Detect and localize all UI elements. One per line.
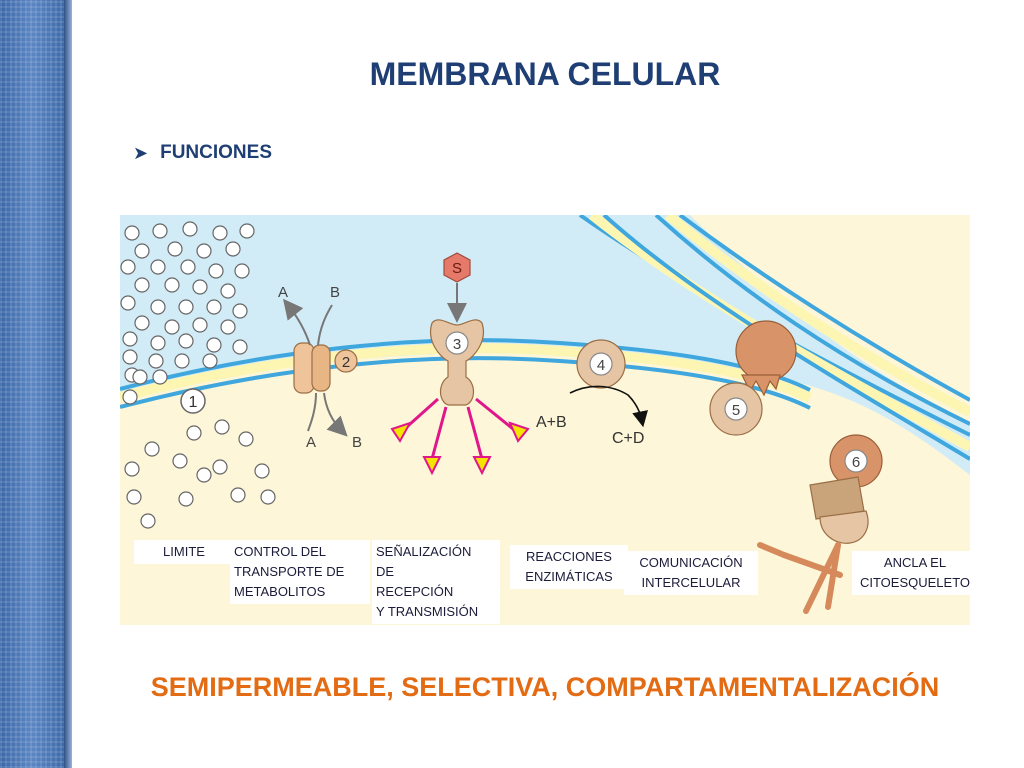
label-transporte: CONTROL DEL TRANSPORTE DE METABOLITOS — [230, 540, 370, 604]
receptor-protein: S 3 — [390, 252, 530, 476]
cytoskeleton-anchor: 6 — [757, 434, 883, 614]
transporter-protein: 2 A B A B — [278, 284, 362, 451]
svg-text:C+D: C+D — [612, 430, 644, 447]
svg-text:S: S — [452, 260, 462, 277]
label-citoesqueleto: ANCLA EL CITOESQUELETO — [852, 551, 978, 595]
label-reacciones: REACCIONES ENZIMÁTICAS — [510, 545, 628, 589]
svg-text:B: B — [352, 434, 362, 451]
svg-text:5: 5 — [732, 402, 740, 419]
svg-text:2: 2 — [342, 354, 350, 371]
svg-text:6: 6 — [852, 454, 860, 471]
svg-text:A: A — [306, 434, 316, 451]
svg-text:3: 3 — [453, 336, 461, 353]
sidebar-edge — [64, 0, 72, 768]
membrane-diagram: 1 2 A B A B S 3 — [118, 211, 978, 625]
membrane-illustration: 1 2 A B A B S 3 — [118, 211, 973, 625]
arrow-bullet-icon: ➤ — [133, 142, 149, 163]
svg-text:A+B: A+B — [536, 414, 567, 431]
sidebar-texture — [0, 0, 64, 768]
marker-1: 1 — [180, 388, 206, 414]
svg-text:A: A — [278, 284, 288, 301]
bullet-text: FUNCIONES — [160, 142, 272, 163]
svg-text:1: 1 — [189, 394, 198, 411]
particles — [120, 221, 276, 529]
intercellular-junction: 5 — [709, 320, 797, 436]
signal-hexagon — [443, 252, 471, 283]
svg-text:4: 4 — [597, 357, 605, 374]
bullet-item: ➤ FUNCIONES — [133, 142, 272, 164]
label-limite: LIMITE — [134, 540, 234, 564]
label-senalizacion: SEÑALIZACIÓN DE RECEPCIÓN Y TRANSMISIÓN — [372, 540, 500, 624]
label-comunicacion: COMUNICACIÓN INTERCELULAR — [624, 551, 758, 595]
svg-text:B: B — [330, 284, 340, 301]
summary-text: SEMIPERMEABLE, SELECTIVA, COMPARTAMENTAL… — [150, 672, 940, 702]
page-title: MEMBRANA CELULAR — [369, 56, 721, 92]
enzyme-protein: 4 A+B C+D — [536, 339, 648, 447]
